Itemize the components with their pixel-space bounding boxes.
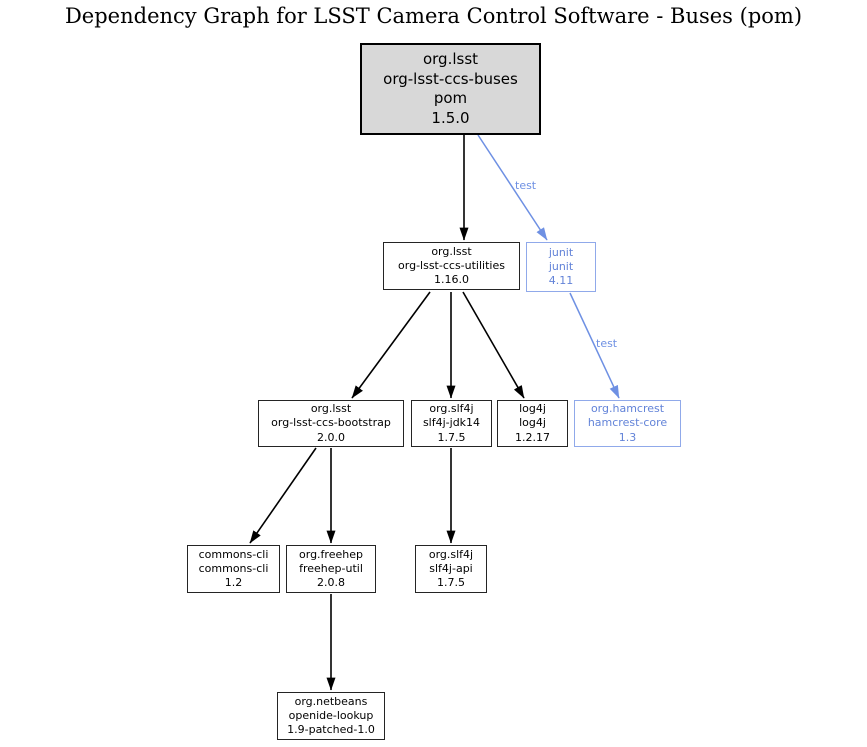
node-version: 2.0.8 [317,576,345,590]
node-group-id: org.slf4j [429,402,474,416]
node-junit: junit junit 4.11 [526,242,596,292]
node-version: 1.3 [618,430,637,444]
node-org-lsst-ccs-bootstrap: org.lsst org-lsst-ccs-bootstrap 2.0.0 [258,400,404,447]
node-version: 1.7.5 [437,430,466,444]
node-freehep-util: org.freehep freehep-util 2.0.8 [286,545,376,593]
diagram-title: Dependency Graph for LSST Camera Control… [64,4,803,28]
node-group-id: org.netbeans [294,694,368,708]
node-log4j: log4j log4j 1.2.17 [497,400,568,447]
edge-label-test-buses-junit: test [515,179,537,192]
node-group-id: org.lsst [422,50,479,68]
node-group-id: org.hamcrest [590,402,665,416]
node-artifact-id: org-lsst-ccs-utilities [398,258,505,272]
edge-utilities-to-log4j [462,291,525,399]
node-artifact-id: slf4j-jdk14 [422,416,481,430]
node-version: 1.7.5 [437,576,465,590]
node-version: 1.2 [224,576,243,590]
node-artifact-id: org-lsst-ccs-bootstrap [271,416,391,430]
node-version: 1.5.0 [431,108,470,127]
node-artifact-id: commons-cli [198,561,269,575]
node-slf4j-jdk14: org.slf4j slf4j-jdk14 1.7.5 [411,400,492,447]
node-artifact-id: slf4j-api [429,561,473,575]
node-artifact-id: hamcrest-core [587,416,668,430]
node-hamcrest-core: org.hamcrest hamcrest-core 1.3 [574,400,681,447]
edge-utilities-to-bootstrap [351,291,431,399]
edge-junit-to-hamcrest-core [569,292,620,399]
node-group-id: junit [548,245,574,259]
node-group-id: org.lsst [431,244,472,258]
node-org-lsst-ccs-utilities: org.lsst org-lsst-ccs-utilities 1.16.0 [383,242,520,290]
edge-buses-to-junit [477,134,548,241]
node-slf4j-api: org.slf4j slf4j-api 1.7.5 [415,545,487,593]
edge-bootstrap-to-commons-cli [249,447,317,544]
edge-label-test-junit-hamcrest: test [596,337,618,350]
node-artifact-id: openide-lookup [288,708,374,722]
node-group-id: org.freehep [299,547,363,561]
node-commons-cli: commons-cli commons-cli 1.2 [187,545,280,593]
node-artifact-id: log4j [519,416,546,430]
node-version: 1.9-patched-1.0 [287,723,375,737]
node-group-id: org.slf4j [428,547,474,561]
node-group-id: log4j [519,402,546,416]
node-artifact-id: freehep-util [299,561,363,575]
node-artifact-id: junit [548,259,574,273]
node-version: 1.16.0 [434,273,469,287]
node-group-id: commons-cli [198,547,269,561]
node-version: 1.2.17 [515,430,550,444]
node-version: 4.11 [548,274,574,288]
node-org-lsst-ccs-buses: org.lsst org-lsst-ccs-buses pom 1.5.0 [360,43,541,135]
node-group-id: org.lsst [310,402,352,416]
node-artifact-id: org-lsst-ccs-buses [383,69,518,88]
node-openide-lookup: org.netbeans openide-lookup 1.9-patched-… [277,692,385,740]
node-version: 2.0.0 [317,430,345,444]
node-packaging: pom [433,89,468,107]
